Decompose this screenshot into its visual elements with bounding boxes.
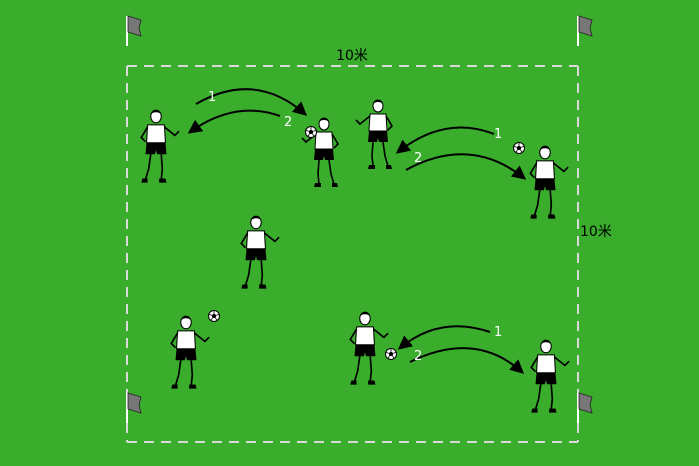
grid-boundary: [126, 65, 579, 443]
pass-number-label: 2: [414, 349, 422, 364]
pass-arrow: [397, 325, 491, 350]
pass-number-label: 2: [414, 151, 422, 166]
pass-pair-top-left: 1 2: [140, 88, 339, 188]
return-arrow: [405, 153, 527, 180]
pass-arrow: [195, 88, 308, 116]
pass-pair-top-right: 1 2: [355, 99, 569, 220]
soccer-ball-icon: [305, 126, 317, 138]
return-arrow: [187, 109, 281, 134]
pass-number-label: 2: [284, 115, 292, 130]
pass-number-label: 1: [494, 325, 502, 340]
pass-pair-bottom-right: 1 2: [349, 311, 570, 414]
pass-arrow: [395, 126, 495, 154]
soccer-ball-icon: [208, 310, 220, 322]
soccer-ball-icon: [513, 142, 525, 154]
soccer-ball-icon: [385, 348, 397, 360]
pass-number-label: 1: [208, 90, 216, 105]
width-label: 10米: [336, 48, 368, 64]
height-label: 10米: [580, 224, 612, 240]
pass-number-label: 1: [494, 127, 502, 142]
return-arrow: [409, 347, 525, 374]
